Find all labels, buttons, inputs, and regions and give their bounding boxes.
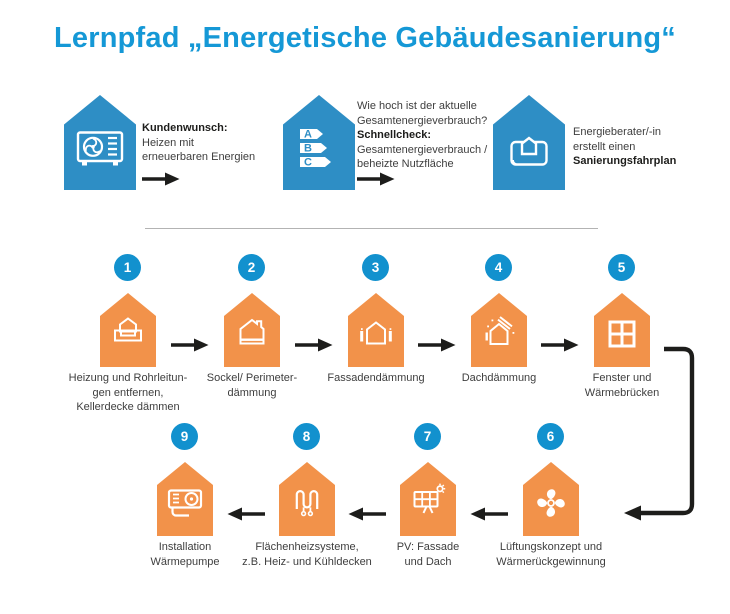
energy-class-b: B (304, 143, 312, 155)
arrow-right-icon (357, 172, 395, 191)
solar-panel-icon (413, 484, 446, 514)
window-icon (608, 320, 636, 348)
energy-label-icon: A B C (300, 129, 331, 169)
step-caption-2: Sockel/ Perimeter- dämmung (206, 372, 298, 399)
step-caption-7: PV: Fassade und Dach (396, 541, 460, 568)
arrow-right-icon (541, 338, 579, 357)
intro-line: Heizen mit (142, 136, 194, 149)
arrow-right-icon (295, 338, 333, 357)
renovation-plan-icon (510, 136, 548, 166)
arrow-right-icon (418, 338, 456, 357)
intro-text-quickcheck: Wie hoch ist der aktuelle Gesamtenergiev… (357, 99, 487, 172)
step-number-7: 7 (414, 423, 441, 450)
perimeter-insulation-icon (239, 319, 265, 345)
intro-line: erstellt einen (573, 140, 636, 153)
heat-pump-unit-icon (167, 489, 203, 518)
arrow-left-icon (348, 507, 386, 526)
step-caption-5: Fenster und Wärmebrücken (584, 372, 660, 399)
intro-line: Wie hoch ist der aktuelle (357, 100, 477, 112)
energy-class-c: C (304, 157, 312, 169)
step-caption-3: Fassadendämmung (327, 372, 425, 384)
arrow-right-icon (142, 172, 180, 191)
heat-pump-icon (76, 131, 124, 166)
intro-text-renovation-plan: Energieberater/-in erstellt einen Sanier… (573, 125, 676, 169)
page-title: Lernpfad „Energetische Gebäudesanierung“ (54, 22, 676, 54)
arrow-right-icon (171, 338, 209, 357)
basement-insulation-icon (114, 317, 142, 342)
heating-coil-icon (295, 490, 319, 517)
roof-insulation-icon (485, 316, 515, 346)
step-number-2: 2 (238, 254, 265, 281)
step-caption-8: Flächenheizsysteme, z.B. Heiz- und Kühld… (242, 541, 372, 568)
step-caption-9: Installation Wärmepumpe (150, 541, 220, 568)
ventilation-fan-icon (537, 489, 565, 518)
intro-line: Schnellcheck: (357, 129, 431, 141)
step-number-9: 9 (171, 423, 198, 450)
step-caption-6: Lüftungskonzept und Wärmerückgewinnung (496, 541, 606, 568)
step-caption-4: Dachdämmung (461, 372, 537, 384)
step-number-1: 1 (114, 254, 141, 281)
step-caption-1: Heizung und Rohrleitun- gen entfernen, K… (68, 372, 188, 413)
intro-line: Gesamtenergieverbrauch? (357, 114, 488, 127)
step-number-3: 3 (362, 254, 389, 281)
intro-text-customer-wish: Kundenwunsch: Heizen mit erneuerbaren En… (142, 121, 255, 165)
step-number-4: 4 (485, 254, 512, 281)
intro-line: erneuerbaren Energien (142, 151, 256, 163)
step-number-6: 6 (537, 423, 564, 450)
intro-line: Kundenwunsch: (142, 122, 228, 134)
arrow-left-icon (227, 507, 265, 526)
step-number-8: 8 (293, 423, 320, 450)
step-number-5: 5 (608, 254, 635, 281)
intro-line: Energieberater/-in (573, 126, 662, 138)
energy-class-a: A (304, 129, 312, 141)
intro-line: Sanierungsfahrplan (573, 155, 677, 167)
intro-line: beheizte Nutzfläche (357, 158, 454, 170)
intro-line: Gesamtenergieverbrauch / (357, 143, 488, 156)
facade-insulation-icon (360, 321, 392, 345)
arrow-left-icon (470, 507, 508, 526)
section-divider (145, 228, 598, 229)
